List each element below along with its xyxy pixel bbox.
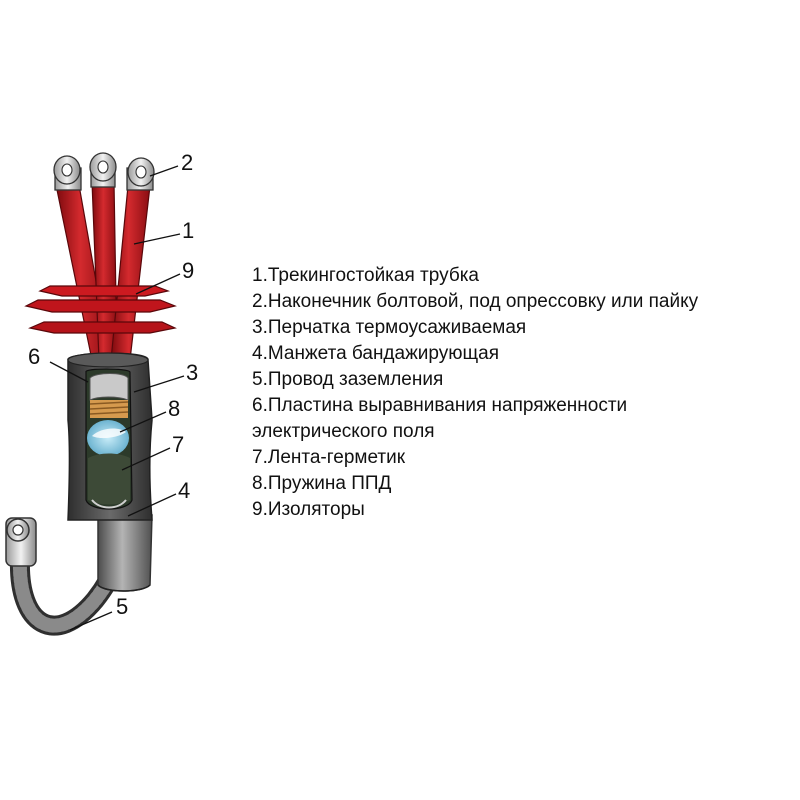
insulators	[24, 285, 177, 334]
legend-item: 9.Изоляторы	[252, 499, 365, 520]
legend-item: 7.Лента-герметик	[252, 447, 406, 468]
callout-6: 6	[28, 344, 40, 369]
legend-item: 8.Пружина ППД	[252, 473, 392, 494]
legend-item: 3.Перчатка термоусаживаемая	[252, 317, 527, 338]
heat-shrink-glove	[67, 352, 153, 521]
callout-1: 1	[182, 218, 194, 243]
lug-icon	[53, 155, 82, 191]
bolt-lugs	[53, 152, 155, 191]
callout-5: 5	[116, 594, 128, 619]
bandage-sleeve	[97, 514, 153, 592]
leader-lines	[49, 165, 185, 631]
callout-numbers: 2 1 9 6 3 8 7 4 5	[28, 150, 198, 619]
spring-icon	[89, 400, 129, 418]
callout-9: 9	[182, 258, 194, 283]
legend-item: 5.Провод заземления	[252, 369, 444, 390]
callout-2: 2	[181, 150, 193, 175]
legend-item: 6.Пластина выравнивания напряженности	[252, 395, 628, 416]
callout-8: 8	[168, 396, 180, 421]
legend: 1.Трекингостойкая трубка 2.Наконечник бо…	[252, 263, 797, 523]
lug-icon	[89, 152, 117, 188]
legend-item: 2.Наконечник болтовой, под опрессовку ил…	[252, 291, 699, 312]
legend-item: электрического поля	[252, 421, 435, 442]
callout-7: 7	[172, 432, 184, 457]
legend-item: 1.Трекингостойкая трубка	[252, 265, 479, 286]
callout-4: 4	[178, 478, 190, 503]
callout-3: 3	[186, 360, 198, 385]
ground-lug-icon	[5, 517, 37, 567]
legend-item: 4.Манжета бандажирующая	[252, 343, 499, 364]
lug-icon	[126, 157, 155, 191]
